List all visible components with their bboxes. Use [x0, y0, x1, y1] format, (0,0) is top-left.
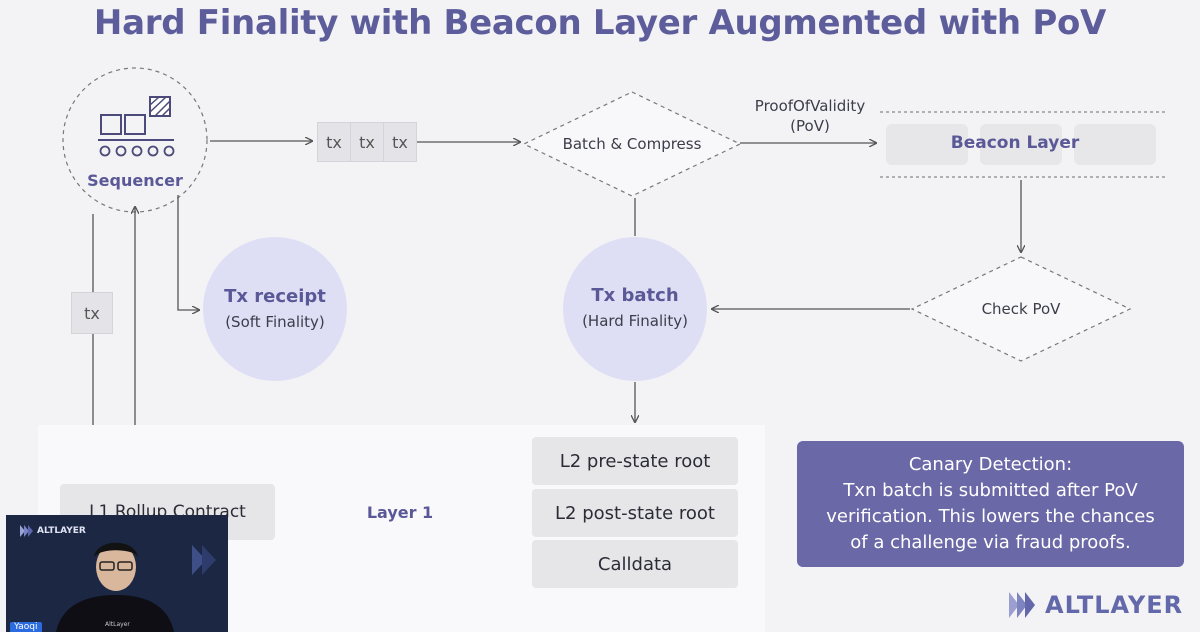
- l2-pre-state-root: L2 pre-state root: [532, 437, 738, 485]
- tx-batch-text: Tx batch (Hard Finality): [563, 285, 707, 330]
- tx-batch-title: Tx batch: [563, 285, 707, 306]
- video-brand-text: ALTLAYER: [37, 526, 86, 536]
- altlayer-logo-icon: [1007, 590, 1041, 620]
- calldata-box: Calldata: [532, 540, 738, 588]
- canary-line: of a challenge via fraud proofs.: [797, 530, 1184, 556]
- l2-post-state-root: L2 post-state root: [532, 489, 738, 537]
- video-logo-icon: [20, 525, 34, 537]
- tx-chain: tx tx tx: [317, 122, 417, 162]
- canary-detection-note: Canary Detection: Txn batch is submitted…: [797, 441, 1184, 567]
- presenter-video: ALTLAYER AltLayer Yaoqi: [6, 515, 228, 632]
- tx-receipt-subtitle: (Soft Finality): [203, 313, 347, 331]
- tx-receipt-title: Tx receipt: [203, 286, 347, 307]
- tx-batch-subtitle: (Hard Finality): [563, 312, 707, 330]
- sequencer-label: Sequencer: [75, 171, 195, 190]
- layer1-label: Layer 1: [350, 503, 450, 522]
- canary-heading: Canary Detection:: [797, 452, 1184, 478]
- pov-label-line2: (PoV): [740, 116, 880, 136]
- brand-logo: ALTLAYER: [1007, 590, 1183, 620]
- canary-line: verification. This lowers the chances: [797, 504, 1184, 530]
- batch-compress-label: Batch & Compress: [552, 135, 712, 153]
- shirt-logo-text: AltLayer: [105, 621, 130, 628]
- canary-line: Txn batch is submitted after PoV: [797, 478, 1184, 504]
- pov-label: ProofOfValidity (PoV): [740, 96, 880, 136]
- beacon-layer-label: Beacon Layer: [940, 133, 1090, 153]
- tx-submit-chip: tx: [71, 292, 113, 334]
- video-brand: ALTLAYER: [20, 525, 86, 537]
- check-pov-label: Check PoV: [961, 300, 1081, 318]
- tx-chip: tx: [317, 122, 351, 162]
- tx-chip: tx: [384, 122, 417, 162]
- brand-wordmark: ALTLAYER: [1045, 591, 1183, 619]
- conveyor-icon: [98, 97, 174, 156]
- tx-receipt-text: Tx receipt (Soft Finality): [203, 286, 347, 331]
- tx-chip: tx: [351, 122, 384, 162]
- pov-label-line1: ProofOfValidity: [740, 96, 880, 116]
- presenter-name-tag: Yaoqi: [10, 622, 42, 632]
